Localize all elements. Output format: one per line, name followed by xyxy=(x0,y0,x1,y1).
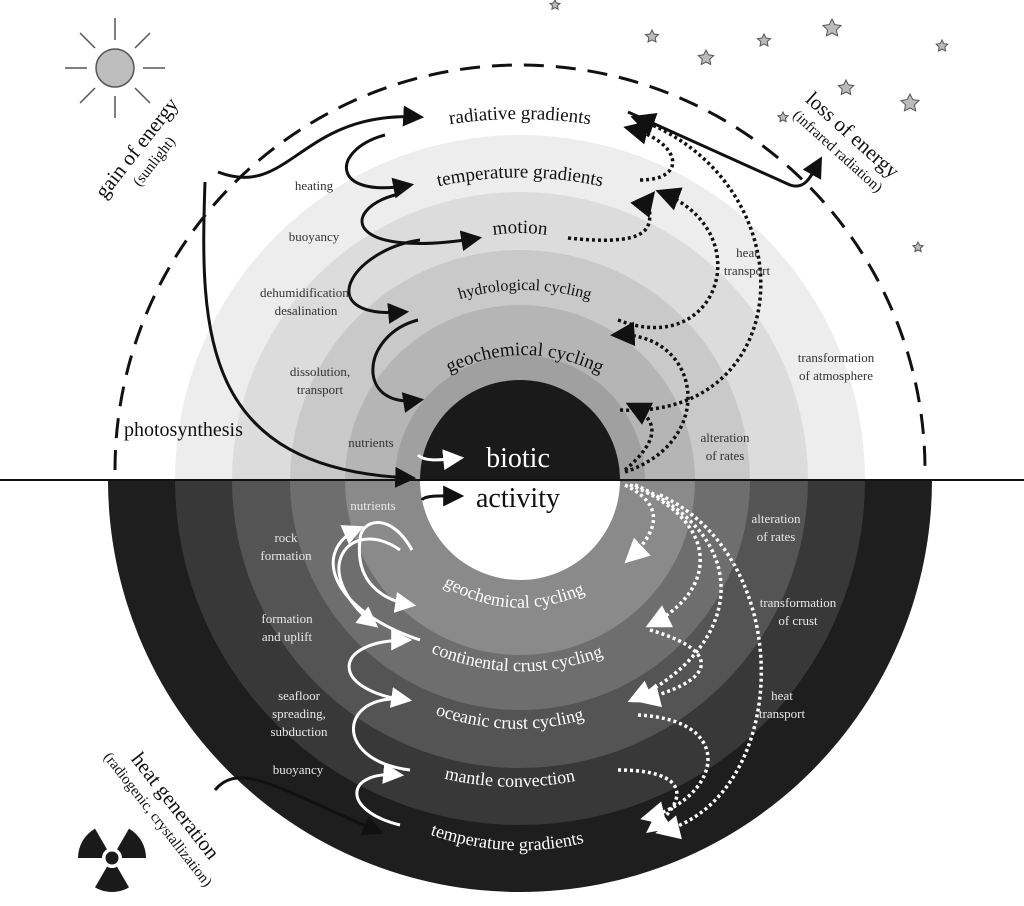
arrow-dehumid xyxy=(347,238,421,324)
upper-right-dotted-arrows xyxy=(567,113,763,474)
dotted-alteration-lower xyxy=(624,483,656,564)
lower-right-process-labels: alteration of rates transformation of cr… xyxy=(751,511,836,721)
arrow-loss xyxy=(627,110,823,188)
process-seafloor-3: subduction xyxy=(270,724,328,739)
lower-left-arrows xyxy=(331,521,421,827)
process-heat-transport-1: heat xyxy=(736,245,758,260)
star-icon xyxy=(911,240,925,253)
dotted-temp-to-radiative xyxy=(623,120,675,182)
arrow-formation-uplift xyxy=(331,525,421,642)
process-alteration-upper-1: alteration xyxy=(700,430,750,445)
layer-label-motion: motion xyxy=(491,217,549,240)
dotted-heat-transport-lower xyxy=(655,493,763,840)
process-heating: heating xyxy=(295,178,334,193)
process-transform-crust-1: transformation xyxy=(760,595,837,610)
core-lower xyxy=(420,480,620,580)
layer-label-radiative: radiative gradients xyxy=(448,103,593,129)
process-seafloor-2: spreading, xyxy=(272,706,326,721)
upper-left-arrows xyxy=(202,105,823,488)
arrow-seafloor xyxy=(347,629,413,702)
process-rock-1: rock xyxy=(274,530,298,545)
dotted-heat-transport xyxy=(617,187,720,330)
process-rock-2: formation xyxy=(260,548,312,563)
process-uplift-1: formation xyxy=(261,611,313,626)
process-seafloor-1: seafloor xyxy=(278,688,321,703)
process-dissolution-1: dissolution, xyxy=(290,364,350,379)
process-dehumid-1: dehumidification, xyxy=(260,285,352,300)
dotted-core-to-hydro xyxy=(610,321,690,474)
process-heat-transport-lower-2: transport xyxy=(759,706,806,721)
process-buoyancy-lower: buoyancy xyxy=(273,762,324,777)
photosynthesis-label: photosynthesis xyxy=(124,419,243,441)
arrow-nutrients-bottom xyxy=(337,537,401,628)
star-icon xyxy=(776,110,790,123)
dotted-to-geochem xyxy=(629,483,702,628)
star-icon xyxy=(756,32,772,47)
arrow-gain-to-radiative xyxy=(217,105,425,179)
arrow-buoyancy xyxy=(360,193,483,252)
process-nutrients-lower: nutrients xyxy=(350,498,396,513)
process-alteration-upper-2: of rates xyxy=(706,448,745,463)
star-icon xyxy=(548,0,562,11)
core-upper xyxy=(420,380,620,480)
lower-rings xyxy=(108,480,932,892)
star-icon xyxy=(821,17,843,37)
process-transform-atm-1: transformation xyxy=(798,350,875,365)
dotted-alteration-upper xyxy=(623,402,654,472)
arrow-heat-generation xyxy=(213,776,384,836)
star-icon xyxy=(697,48,715,66)
process-heat-transport-lower-1: heat xyxy=(771,688,793,703)
process-nutrients-upper: nutrients xyxy=(348,435,394,450)
arrow-nutrients-down xyxy=(420,485,465,507)
arrow-photosynthesis xyxy=(202,181,417,488)
process-buoyancy-upper: buoyancy xyxy=(289,229,340,244)
star-icon xyxy=(899,92,921,112)
dotted-motion-to-temp xyxy=(567,191,656,242)
upper-right-process-labels: heat transport transformation of atmosph… xyxy=(700,245,874,463)
dotted-transform-atm xyxy=(619,113,763,412)
dotted-transform-crust xyxy=(627,483,723,703)
star-icon xyxy=(837,78,855,96)
core-label-biotic: biotic xyxy=(486,443,550,474)
star-icon xyxy=(935,38,949,52)
radiation-icon xyxy=(78,828,146,892)
lower-right-dotted-arrows xyxy=(617,483,763,840)
atmosphere-boundary xyxy=(113,63,927,471)
process-transform-crust-2: of crust xyxy=(778,613,818,628)
arrow-nutrients-up xyxy=(416,449,465,471)
sun-icon xyxy=(65,18,165,118)
process-dehumid-2: desalination xyxy=(275,303,338,318)
star-field xyxy=(548,0,949,253)
process-alteration-lower-2: of rates xyxy=(757,529,796,544)
arrow-dissolution xyxy=(371,318,425,413)
process-alteration-lower-1: alteration xyxy=(751,511,801,526)
core-label-activity: activity xyxy=(476,483,560,514)
upper-left-process-labels: heating buoyancy dehumidification, desal… xyxy=(260,178,394,450)
process-dissolution-2: transport xyxy=(297,382,344,397)
process-heat-transport-2: transport xyxy=(724,263,771,278)
star-icon xyxy=(644,28,660,43)
lower-left-process-labels: nutrients rock formation formation and u… xyxy=(260,498,395,777)
process-uplift-2: and uplift xyxy=(262,629,313,644)
process-transform-atm-2: of atmosphere xyxy=(799,368,873,383)
arrow-heating xyxy=(345,133,415,199)
